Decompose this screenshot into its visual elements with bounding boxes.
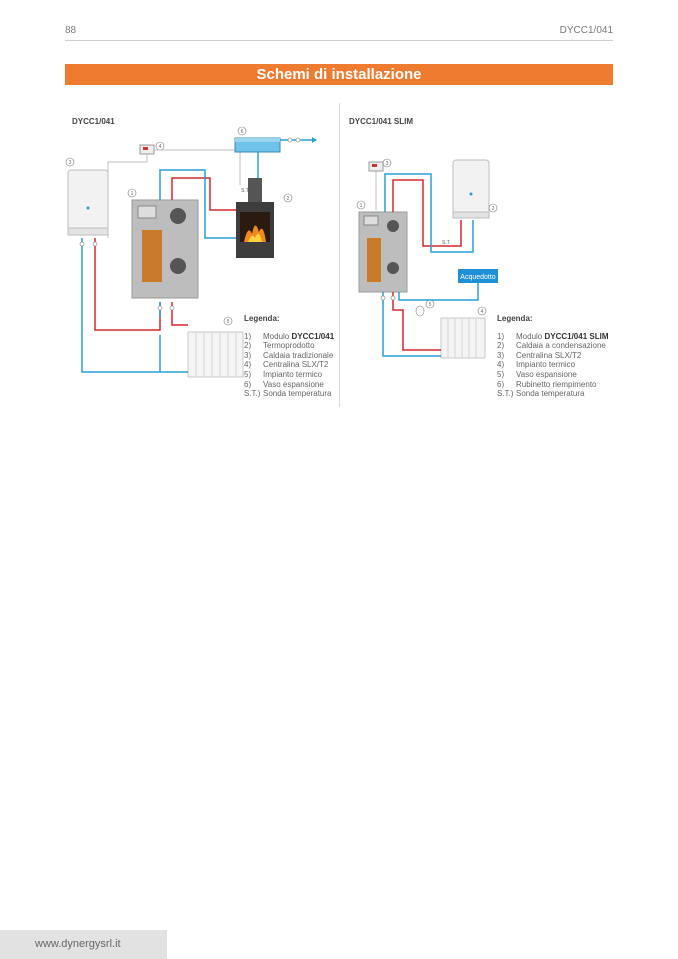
legend-item: 4)Impianto termico — [497, 360, 576, 370]
marker-4-label: 4 — [481, 309, 484, 315]
marker-3-label: 3 — [386, 161, 389, 167]
marker-6-label: 6 — [241, 129, 244, 135]
column-divider — [339, 103, 340, 407]
marker-3 — [382, 158, 392, 168]
website-footer[interactable]: www.dynergysrl.it — [0, 930, 167, 959]
right-legend-title: Legenda: — [497, 314, 533, 323]
radiator — [440, 317, 486, 359]
legend-item: 1)Modulo DYCC1/041 — [244, 331, 335, 341]
right-diagram-title: DYCC1/041 SLIM — [349, 117, 414, 126]
section-banner: Schemi di installazione — [65, 64, 613, 85]
marker-3-label: 3 — [69, 160, 72, 166]
legend-item: 3)Centralina SLX/T2 — [497, 350, 582, 360]
legend-item: S.T.)Sonda temperatura — [244, 389, 332, 399]
left-legend: Legenda: 1)Modulo DYCC1/041 2)Termoprodo… — [244, 314, 334, 399]
marker-4 — [477, 306, 487, 316]
marker-1 — [356, 200, 366, 210]
aqueduct-label: Acquedotto — [460, 274, 496, 281]
marker-1-label: 1 — [360, 203, 363, 209]
radiator — [187, 331, 244, 378]
marker-2-label: 2 — [492, 206, 495, 212]
legend-item: 6)Rubinetto riempimento — [497, 379, 597, 389]
expansion-vessel — [234, 137, 281, 153]
right-legend: Legenda: 1)Modulo DYCC1/041 SLIM 2)Calda… — [497, 314, 609, 399]
marker-1 — [127, 188, 137, 198]
traditional-boiler — [67, 169, 109, 236]
marker-5 — [223, 316, 233, 326]
marker-1-label: 1 — [131, 191, 134, 197]
left-installation-diagram: 3 4 6 1 2 S.T. — [65, 126, 317, 378]
aqueduct-box — [458, 269, 498, 283]
marker-6 — [237, 126, 247, 136]
expansion-vessel — [415, 305, 425, 317]
legend-item: 5)Vaso espansione — [497, 369, 577, 379]
controller-unit — [139, 144, 155, 155]
thermo-stove — [236, 178, 274, 258]
marker-2 — [488, 203, 498, 213]
controller-unit — [368, 161, 384, 172]
header-divider — [65, 40, 613, 41]
marker-4-label: 4 — [159, 144, 162, 150]
marker-3 — [65, 157, 75, 167]
legend-item: 2)Termoprodotto — [244, 341, 315, 351]
page-number: 88 — [65, 25, 77, 36]
dycc-module — [131, 199, 199, 299]
left-legend-title: Legenda: — [244, 314, 280, 323]
right-installation-diagram: 3 2 S.T. 1 Acquedotto 5 4 — [356, 158, 498, 359]
legend-item: 4)Centralina SLX/T2 — [244, 360, 329, 370]
marker-2 — [283, 193, 293, 203]
legend-item: 1)Modulo DYCC1/041 SLIM — [497, 331, 609, 341]
legend-item: 3)Caldaia tradizionale — [244, 350, 334, 360]
condensing-boiler — [452, 159, 490, 219]
marker-2-label: 2 — [287, 196, 290, 202]
legend-item: 6)Vaso espansione — [244, 379, 324, 389]
marker-5-label: 5 — [429, 302, 432, 308]
left-diagram-title: DYCC1/041 — [72, 117, 115, 126]
marker-5-label: 5 — [227, 319, 230, 325]
legend-item: S.T.)Sonda temperatura — [497, 389, 585, 399]
document-code: DYCC1/041 — [559, 25, 613, 36]
right-probe-label: S.T. — [442, 240, 451, 246]
legend-item: 2)Caldaia a condensazione — [497, 341, 606, 351]
left-probe-label: S.T. — [241, 188, 250, 194]
dycc-slim-module — [358, 211, 408, 293]
legend-item: 5)Impianto termico — [244, 369, 323, 379]
